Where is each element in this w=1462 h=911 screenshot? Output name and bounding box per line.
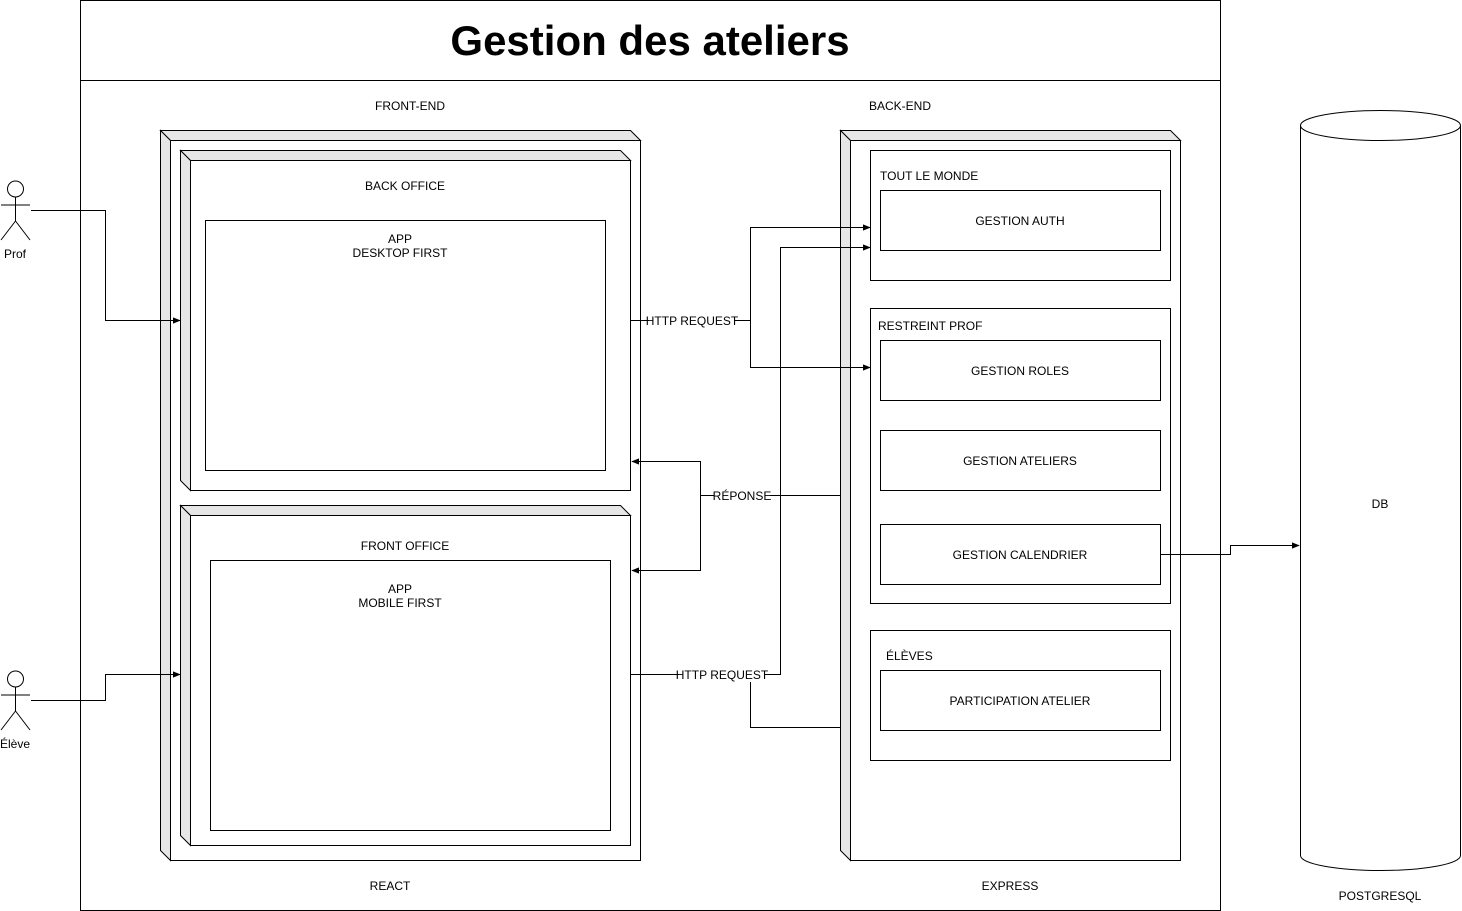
express-label: EXPRESS xyxy=(982,879,1039,893)
database-cylinder: DB xyxy=(1300,110,1461,871)
eleve-right-leg xyxy=(15,710,31,731)
participation-atelier-box xyxy=(880,670,1161,731)
reponse-label: RÉPONSE xyxy=(713,488,772,503)
prof-actor: Prof xyxy=(0,180,31,261)
http-request-1-label: HTTP REQUEST xyxy=(646,314,739,328)
gestion-auth-box xyxy=(880,190,1161,251)
db-top xyxy=(1300,110,1461,141)
postgresql-label: POSTGRESQL xyxy=(1339,889,1422,903)
http-request-2-bg xyxy=(679,667,765,682)
front-office-node: FRONT OFFICE APP MOBILE FIRST xyxy=(179,504,632,847)
front-office-node-top xyxy=(179,505,632,516)
react-label: REACT xyxy=(370,879,411,893)
db-body xyxy=(1300,125,1461,871)
http-request-1-bg xyxy=(649,313,735,328)
response-to-front-office-edge xyxy=(631,495,701,574)
front-office-label: FRONT OFFICE xyxy=(361,539,449,553)
eleves-to-front-office-edge xyxy=(750,674,841,728)
gestion-roles-label: GESTION ROLES xyxy=(971,364,1069,378)
back-office-node-side xyxy=(180,149,191,492)
prof-label: Prof xyxy=(4,247,27,261)
back-office-node-top xyxy=(179,150,632,161)
eleves-label: ÉLÈVES xyxy=(886,648,933,663)
prof-left-leg xyxy=(0,220,16,241)
desktop-app-line1: APP xyxy=(388,232,412,246)
backend-node-top xyxy=(839,130,1182,141)
gestion-calendrier-box xyxy=(880,524,1161,585)
backend-section-label: BACK-END xyxy=(869,99,931,113)
eleve-to-front-office-edge xyxy=(31,671,181,701)
mobile-app-line1: APP xyxy=(388,582,412,596)
http-request-2-label: HTTP REQUEST xyxy=(676,668,769,682)
response-to-back-office-edge xyxy=(631,458,841,496)
eleve-label: Élève xyxy=(0,736,30,751)
desktop-app-line2: DESKTOP FIRST xyxy=(353,246,449,260)
gestion-calendrier-label: GESTION CALENDRIER xyxy=(953,548,1088,562)
back-office-to-restreint-edge xyxy=(750,320,871,371)
prof-right-leg xyxy=(15,220,31,241)
eleve-actor: Élève xyxy=(0,670,31,751)
db-label: DB xyxy=(1372,497,1389,511)
back-office-node: BACK OFFICE APP DESKTOP FIRST xyxy=(179,149,632,492)
gestion-ateliers-label: GESTION ATELIERS xyxy=(963,454,1077,468)
tout-le-monde-label: TOUT LE MONDE xyxy=(880,169,978,183)
tout-le-monde-group: TOUT LE MONDE GESTION AUTH xyxy=(870,150,1171,281)
prof-to-back-office-edge xyxy=(31,210,181,324)
eleves-group: ÉLÈVES PARTICIPATION ATELIER xyxy=(870,630,1171,761)
restreint-prof-group: RESTREINT PROF GESTION ROLES GESTION ATE… xyxy=(870,308,1171,604)
front-office-node-side xyxy=(180,504,191,847)
eleve-left-leg xyxy=(0,710,16,731)
calendrier-to-db-edge xyxy=(1160,542,1300,555)
participation-atelier-label: PARTICIPATION ATELIER xyxy=(950,694,1091,708)
frontend-node-side xyxy=(160,129,171,862)
desktop-app-box xyxy=(205,220,606,471)
reponse-bg xyxy=(714,488,770,503)
mobile-app-box xyxy=(210,560,611,831)
restreint-prof-label: RESTREINT PROF xyxy=(878,319,982,333)
gestion-auth-label: GESTION AUTH xyxy=(975,214,1064,228)
mobile-app-line2: MOBILE FIRST xyxy=(358,596,442,610)
diagram-title: Gestion des ateliers xyxy=(450,17,849,64)
frontend-node-top xyxy=(159,130,642,141)
prof-head xyxy=(7,180,24,198)
eleve-head xyxy=(7,670,24,688)
frontend-section-label: FRONT-END xyxy=(375,99,445,113)
gestion-roles-box xyxy=(880,340,1161,401)
back-office-label: BACK OFFICE xyxy=(365,179,445,193)
gestion-ateliers-box xyxy=(880,430,1161,491)
backend-node-side xyxy=(840,129,851,862)
